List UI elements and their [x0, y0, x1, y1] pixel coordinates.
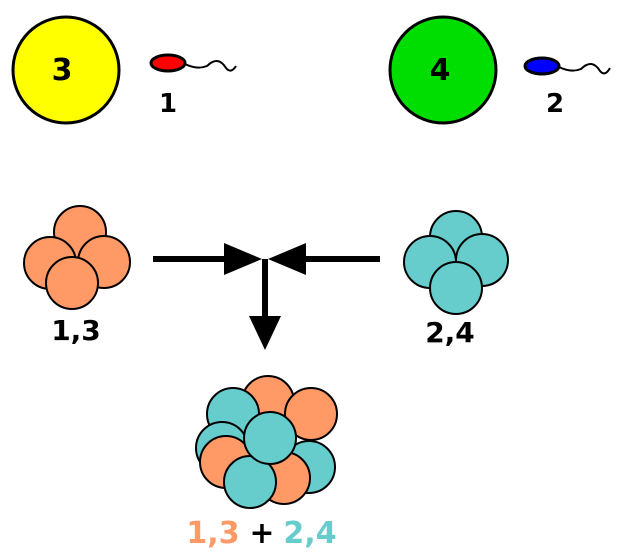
egg-right-group: 4 [388, 15, 498, 125]
egg-right-label: 4 [430, 53, 451, 88]
sperm-right-head [523, 56, 561, 76]
result-label-plus: + [249, 516, 274, 551]
cluster-left [23, 205, 131, 310]
cell [45, 256, 99, 310]
cluster-right-label: 2,4 [425, 316, 475, 349]
sperm-right-label: 2 [546, 89, 564, 119]
arrow-right-head [224, 243, 262, 275]
sperm-right [523, 56, 611, 76]
result-label-part2: 2,4 [283, 516, 336, 551]
result-label-part1: 1,3 [186, 516, 239, 551]
sperm-right-tail [558, 63, 611, 75]
egg-right [388, 15, 498, 125]
egg-left-label: 3 [52, 53, 73, 88]
cluster-merged [195, 375, 338, 509]
sperm-left-label: 1 [159, 89, 177, 119]
egg-left-group: 3 [11, 15, 121, 125]
cell [243, 411, 297, 465]
result-label: 1,3 + 2,4 [186, 516, 336, 551]
sperm-left-tail [184, 60, 237, 72]
arrow-left-head [268, 243, 306, 275]
cluster-left-label: 1,3 [51, 314, 101, 347]
cluster-right [403, 210, 509, 315]
sperm-left [149, 53, 237, 73]
egg-left [11, 15, 121, 125]
arrows [153, 243, 380, 350]
cell [284, 387, 338, 441]
sperm-left-head [149, 53, 187, 73]
arrow-down-head [249, 316, 281, 350]
cell [429, 261, 483, 315]
